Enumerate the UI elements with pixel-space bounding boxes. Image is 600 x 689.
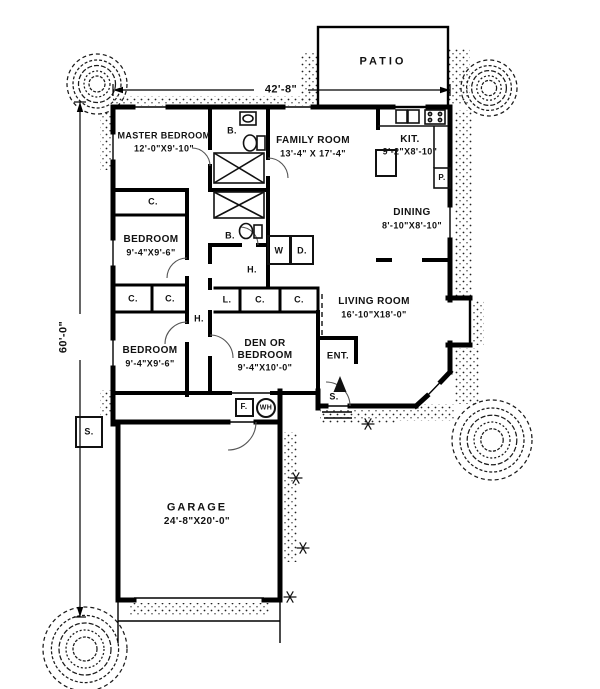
water-heater-label: WH xyxy=(259,404,273,412)
closet-label-hall-2: C. xyxy=(294,294,304,305)
room-size-kitchen: 9'-2"X8'-10" xyxy=(382,146,438,157)
entry-features xyxy=(321,294,352,419)
room-label-dining: DINING xyxy=(393,207,431,218)
room-label-family-room: FAMILY ROOM xyxy=(276,135,350,146)
tree-icon xyxy=(66,53,128,115)
bath-label-upper: B. xyxy=(227,125,237,136)
room-label-living-room: LIVING ROOM xyxy=(338,296,410,307)
room-size-living-room: 16'-10"X18'-0" xyxy=(341,309,407,320)
closet-label-bedroom-left: C. xyxy=(128,293,138,304)
entry-label: ENT. xyxy=(326,350,350,362)
tree-icon xyxy=(42,606,128,689)
hall-label-upper: H. xyxy=(247,264,257,275)
room-label-kitchen: KIT. xyxy=(400,134,420,145)
interior-walls xyxy=(111,105,452,397)
utility-fixtures xyxy=(235,398,276,418)
door-arcs xyxy=(164,147,351,451)
closet-label-master: C. xyxy=(148,196,158,207)
driveway xyxy=(117,600,281,643)
dimension-height-label: 60'-0" xyxy=(57,320,70,354)
washer-label: W xyxy=(274,245,284,256)
stoop-label-left: S. xyxy=(84,426,94,437)
closet-label-bedroom-right: C. xyxy=(165,293,175,304)
room-size-dining: 8'-10"X8'-10" xyxy=(381,220,443,231)
laundry-fixtures xyxy=(267,235,314,265)
dryer-label: D. xyxy=(297,245,307,256)
den-label-line2: BEDROOM xyxy=(237,350,293,361)
windows xyxy=(112,106,472,599)
hall-label-lower: H. xyxy=(194,313,204,324)
den-size: 9'-4"X10'-0" xyxy=(237,362,293,373)
room-label-master-bedroom: MASTER BEDROOM xyxy=(117,130,211,141)
furnace-label: F. xyxy=(240,402,248,411)
kitchen-fixtures xyxy=(375,109,451,189)
tree-icon xyxy=(460,59,518,117)
stoop-label-entry: S. xyxy=(329,391,339,402)
linen-label: L. xyxy=(222,294,232,305)
room-size-family-room: 13'-4" X 17'-4" xyxy=(280,148,346,159)
room-label-garage: GARAGE xyxy=(166,501,228,514)
tree-icon xyxy=(451,399,533,481)
patio-label: PATIO xyxy=(359,55,407,68)
room-label-bedroom-lower: BEDROOM xyxy=(122,345,178,356)
room-size-master-bedroom: 12'-0"X9'-10" xyxy=(133,143,195,154)
stipple-shading xyxy=(100,48,484,615)
dimension-lines xyxy=(74,84,451,618)
room-size-bedroom-mid: 9'-4"X9'-6" xyxy=(126,247,176,258)
room-size-garage: 24'-8"X20'-0" xyxy=(163,516,231,527)
exterior-walls xyxy=(110,104,473,603)
den-label-line1: DEN OR xyxy=(244,338,286,349)
bath-label-lower: B. xyxy=(225,230,235,241)
room-label-bedroom-mid: BEDROOM xyxy=(123,234,179,245)
room-size-bedroom-lower: 9'-4"X9'-6" xyxy=(125,358,175,369)
pantry-label: P. xyxy=(438,173,446,182)
bath-fixtures xyxy=(213,111,266,240)
closet-label-hall-1: C. xyxy=(255,294,265,305)
stoop-outline xyxy=(75,416,103,448)
dimension-width-label: 42'-8" xyxy=(264,83,298,96)
shrub-icons xyxy=(283,418,375,603)
